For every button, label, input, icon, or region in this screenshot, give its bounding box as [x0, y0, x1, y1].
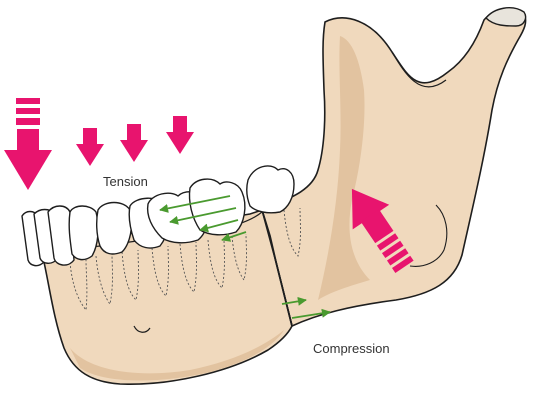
dashed-force-arrow-large — [4, 98, 52, 190]
premolar-tooth — [97, 203, 132, 255]
force-arrow-small — [120, 124, 148, 162]
molar-tooth — [189, 179, 244, 235]
compression-label: Compression — [313, 341, 390, 356]
third-molar-tooth — [247, 166, 294, 213]
tension-label: Tension — [103, 174, 148, 189]
force-arrow-small — [76, 128, 104, 166]
premolar-tooth — [69, 206, 98, 260]
mandible-ramus — [262, 9, 526, 326]
force-arrow-small — [166, 116, 194, 154]
downward-force-arrows — [4, 98, 194, 190]
